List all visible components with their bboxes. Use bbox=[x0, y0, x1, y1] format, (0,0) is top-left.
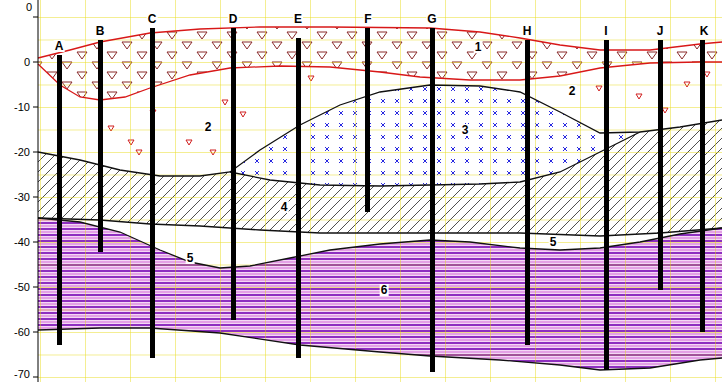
layer-number: 3 bbox=[461, 124, 470, 136]
borehole-label: A bbox=[54, 40, 65, 52]
depth-tick-label: 0 bbox=[25, 1, 33, 12]
layer-number: 5 bbox=[186, 252, 195, 264]
layer-boundaries bbox=[38, 27, 722, 370]
depth-tick-label: -60 bbox=[13, 327, 31, 338]
borehole-bars bbox=[57, 28, 705, 372]
layer-number: 2 bbox=[568, 85, 577, 97]
borehole-label: J bbox=[656, 25, 665, 37]
layer-number: 4 bbox=[280, 201, 289, 213]
depth-tick-label: -70 bbox=[13, 369, 31, 380]
depth-tick-label: -20 bbox=[13, 147, 31, 158]
layer-number: 5 bbox=[549, 236, 558, 248]
layer-number: 1 bbox=[474, 41, 483, 53]
depth-tick-label: 0 bbox=[23, 57, 31, 68]
depth-tick-label: -40 bbox=[13, 237, 31, 248]
borehole-label: G bbox=[426, 13, 437, 25]
depth-tick-label: -30 bbox=[13, 192, 31, 203]
borehole-label: C bbox=[147, 13, 158, 25]
borehole-label: K bbox=[699, 25, 710, 37]
borehole-label: E bbox=[293, 13, 303, 25]
depth-axis bbox=[33, 0, 38, 382]
depth-tick-label: -50 bbox=[13, 282, 31, 293]
layer-number: 6 bbox=[380, 284, 389, 296]
grid bbox=[38, 0, 722, 382]
borehole-label: H bbox=[522, 25, 533, 37]
borehole-label: F bbox=[363, 13, 372, 25]
depth-tick-label: -10 bbox=[13, 102, 31, 113]
borehole-label: I bbox=[603, 25, 608, 37]
borehole-label: D bbox=[228, 13, 239, 25]
layer-number: 2 bbox=[204, 121, 213, 133]
borehole-label: B bbox=[95, 25, 106, 37]
